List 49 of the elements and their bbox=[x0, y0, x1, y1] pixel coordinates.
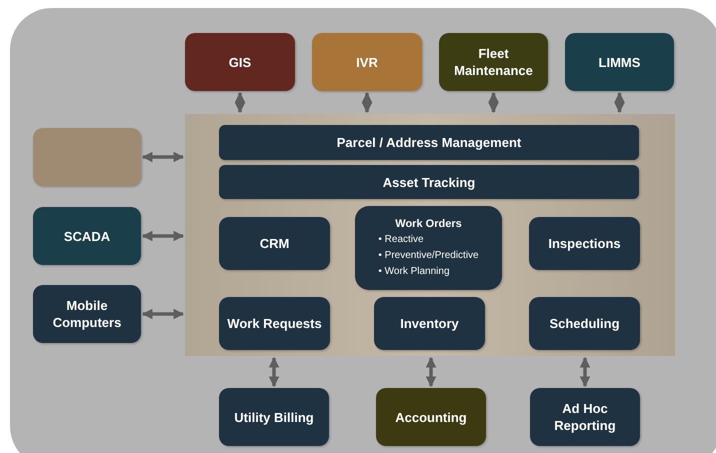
module-box bbox=[219, 217, 330, 270]
node-heading: Work Orders bbox=[395, 216, 462, 232]
node-label: CRM bbox=[258, 235, 290, 252]
core-panel bbox=[185, 114, 675, 356]
node-label: Asset Tracking bbox=[382, 174, 476, 190]
node-label: LIMMS bbox=[598, 54, 642, 70]
module-box bbox=[219, 297, 330, 350]
node-label: Inventory bbox=[399, 315, 460, 332]
bullet-item: • Preventive/Predictive bbox=[378, 248, 479, 262]
double-arrow bbox=[426, 356, 436, 388]
module-bar bbox=[219, 125, 639, 160]
system-box bbox=[312, 33, 422, 91]
system-box bbox=[376, 388, 486, 446]
bullet-item: • Reactive bbox=[378, 232, 425, 246]
system-box bbox=[33, 207, 141, 265]
double-arrow bbox=[142, 230, 184, 242]
double-arrow bbox=[234, 92, 246, 114]
system-box bbox=[33, 285, 141, 343]
system-box bbox=[439, 33, 548, 91]
module-box bbox=[355, 206, 502, 290]
system-box bbox=[530, 388, 640, 446]
system-box bbox=[565, 33, 674, 91]
double-arrow bbox=[268, 356, 280, 388]
node-label: Accounting bbox=[394, 408, 468, 426]
system-box bbox=[33, 128, 141, 186]
node-label: GIS bbox=[228, 54, 252, 70]
system-box bbox=[185, 33, 295, 91]
node-label: Utility Billing bbox=[233, 408, 315, 426]
double-arrow bbox=[142, 152, 184, 162]
bullet-item: • Work Planning bbox=[378, 264, 451, 278]
node-label: Scheduling bbox=[548, 315, 621, 332]
node-label: Work Requests bbox=[226, 315, 323, 332]
double-arrow bbox=[142, 308, 184, 320]
node-label: SCADA bbox=[62, 228, 112, 244]
node-label: Fleet Maintenance bbox=[453, 45, 534, 79]
node-label: Parcel / Address Management bbox=[336, 134, 522, 151]
system-box bbox=[219, 388, 329, 446]
double-arrow bbox=[580, 356, 590, 388]
module-bar bbox=[219, 165, 639, 199]
module-box bbox=[374, 297, 485, 350]
double-arrow bbox=[488, 92, 499, 114]
node-label: Mobile Computers bbox=[52, 297, 122, 331]
module-box bbox=[529, 217, 640, 270]
double-arrow bbox=[614, 92, 625, 114]
module-box bbox=[529, 297, 640, 350]
double-arrow bbox=[362, 92, 372, 114]
node-label: Ad Hoc Reporting bbox=[553, 400, 617, 434]
node-label: IVR bbox=[355, 54, 379, 70]
node-label: Inspections bbox=[547, 235, 622, 252]
